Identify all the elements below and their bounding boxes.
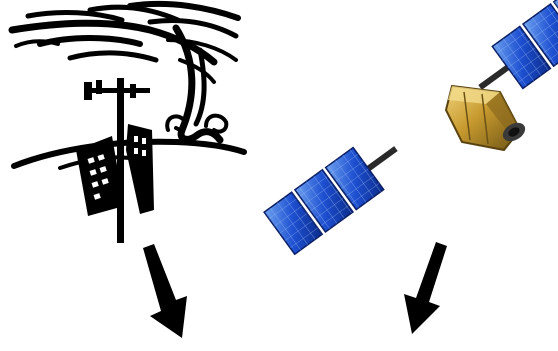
satellite-body xyxy=(446,86,528,150)
arrow-down-right xyxy=(404,242,447,334)
arrow-down-left xyxy=(143,244,187,338)
tree-tower-icon xyxy=(12,4,244,243)
satellite-icon xyxy=(264,0,558,254)
building-shape xyxy=(76,124,154,216)
